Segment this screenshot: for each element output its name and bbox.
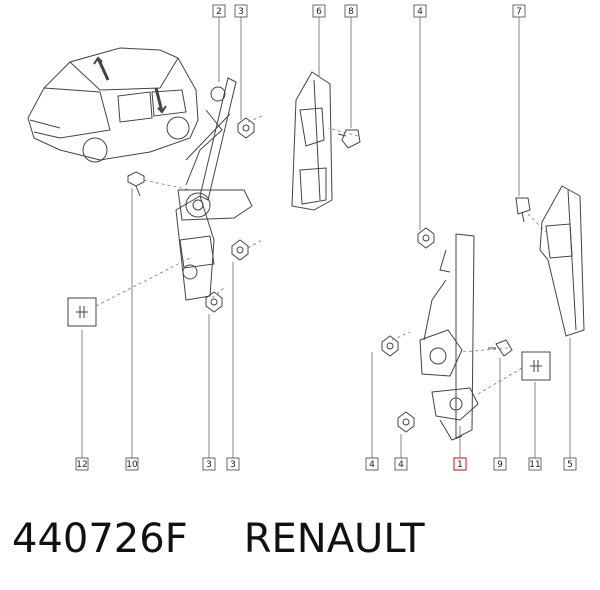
front-nuts bbox=[205, 117, 255, 313]
part-number: 440726F bbox=[12, 516, 188, 562]
top-callouts: 2 3 6 8 4 7 bbox=[212, 4, 526, 18]
callout-12: 12 bbox=[75, 457, 89, 471]
rear-nuts bbox=[381, 227, 435, 433]
svg-text:2: 2 bbox=[216, 7, 222, 17]
svg-text:4: 4 bbox=[398, 460, 404, 470]
svg-text:4: 4 bbox=[417, 7, 423, 17]
svg-text:5: 5 bbox=[567, 460, 573, 470]
callout-4-bottom-b: 4 bbox=[394, 457, 408, 471]
bottom-callouts: 12 10 3 3 4 4 1 9 11 5 bbox=[75, 457, 577, 471]
callout-4-bottom-a: 4 bbox=[365, 457, 379, 471]
rear-window-regulator bbox=[419, 233, 479, 441]
dashed-assembly-lines bbox=[95, 115, 547, 395]
svg-text:3: 3 bbox=[238, 7, 244, 17]
bolt-10 bbox=[127, 171, 145, 197]
caption: 440726F RENAULT bbox=[12, 516, 425, 576]
svg-text:3: 3 bbox=[206, 460, 212, 470]
callout-3-bottom-a: 3 bbox=[202, 457, 216, 471]
svg-text:1: 1 bbox=[457, 460, 463, 470]
svg-text:12: 12 bbox=[76, 460, 87, 470]
svg-text:9: 9 bbox=[497, 460, 503, 470]
callout-8: 8 bbox=[344, 4, 358, 18]
callout-11: 11 bbox=[528, 457, 542, 471]
brand-name: RENAULT bbox=[243, 516, 425, 562]
svg-text:8: 8 bbox=[348, 7, 354, 17]
callout-4-top: 4 bbox=[413, 4, 427, 18]
callout-3-bottom-b: 3 bbox=[226, 457, 240, 471]
svg-text:4: 4 bbox=[369, 460, 375, 470]
callout-6: 6 bbox=[312, 4, 326, 18]
screw-7 bbox=[515, 197, 531, 223]
parts-diagram: 2 3 6 8 4 7 12 10 3 3 4 4 1 9 11 bbox=[27, 4, 585, 471]
leader-lines bbox=[81, 16, 571, 460]
callout-2: 2 bbox=[212, 4, 226, 18]
callout-3: 3 bbox=[234, 4, 248, 18]
svg-text:11: 11 bbox=[529, 460, 540, 470]
front-window-regulator bbox=[175, 77, 253, 301]
callout-1-highlighted: 1 bbox=[453, 457, 467, 471]
screw-9 bbox=[488, 339, 513, 357]
clip-11 bbox=[521, 351, 551, 381]
callout-9: 9 bbox=[493, 457, 507, 471]
guide-rail-5 bbox=[539, 185, 585, 337]
svg-text:7: 7 bbox=[516, 7, 522, 17]
callout-5: 5 bbox=[563, 457, 577, 471]
svg-text:6: 6 bbox=[316, 7, 322, 17]
callout-10: 10 bbox=[125, 457, 139, 471]
guide-rail-6 bbox=[291, 71, 333, 211]
clip-12 bbox=[67, 297, 97, 327]
svg-text:3: 3 bbox=[230, 460, 236, 470]
callout-7: 7 bbox=[512, 4, 526, 18]
car-illustration bbox=[27, 47, 199, 163]
svg-text:10: 10 bbox=[126, 460, 138, 470]
screw-8 bbox=[337, 129, 361, 149]
